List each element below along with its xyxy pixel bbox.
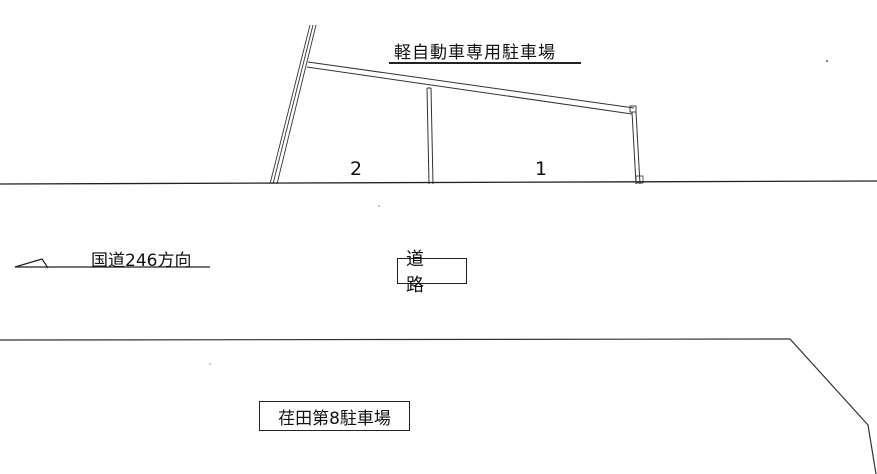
direction-label: 国道246方向	[91, 251, 192, 271]
road-upper-edge	[0, 180, 877, 185]
road-label: 道 路	[397, 249, 467, 296]
diagram-title: 軽自動車専用駐車場	[394, 43, 556, 63]
right-boundary	[631, 111, 641, 185]
direction-arrow-icon	[14, 258, 210, 269]
base-post	[635, 175, 644, 184]
title-underline	[389, 62, 581, 64]
top-boundary	[306, 61, 635, 115]
space-divider	[426, 87, 434, 185]
parking-lot-label: 荏田第8駐車場	[259, 401, 410, 431]
corner-post	[629, 105, 637, 113]
parking-space-1-label: 1	[535, 158, 548, 180]
lot-boundary	[0, 338, 877, 474]
parking-space-2-label: 2	[350, 158, 363, 180]
left-wall	[269, 24, 317, 185]
